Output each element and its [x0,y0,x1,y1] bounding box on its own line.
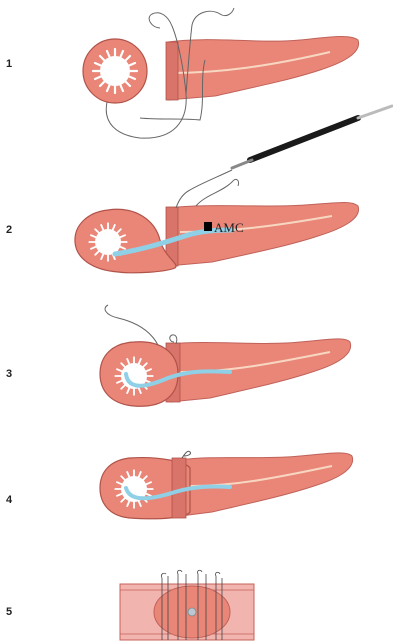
panel-2: AMC [75,106,392,273]
pancreas-cut-edge-1 [166,42,178,100]
needle-driver [250,118,358,160]
suture-thread-3 [105,305,177,345]
amc-marker [204,222,212,231]
panel-4 [100,451,353,519]
needle-driver-tip [232,160,252,168]
suture-thread-2 [176,170,239,208]
duct-orifice-5 [188,608,196,616]
panel-3 [100,305,351,406]
pancreas-remnant-1 [168,37,359,100]
panel-5 [120,570,254,640]
needle-driver-jaws [358,106,392,118]
amc-label: AMC [214,220,244,235]
pancreas-remnant-4 [180,453,353,516]
suture-knot-4 [182,451,191,458]
panel-1 [83,8,359,138]
